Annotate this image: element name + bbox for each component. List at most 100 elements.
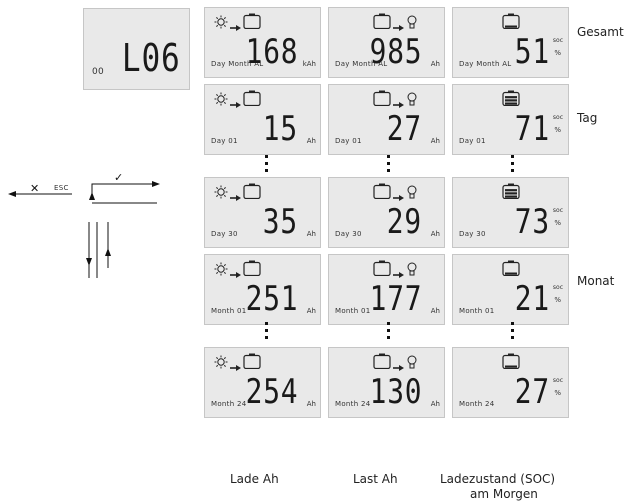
arrow-right-icon: [230, 264, 241, 283]
percent-unit-label: %: [554, 126, 561, 134]
svg-text:✓: ✓: [114, 171, 123, 184]
lcd-period-label: Month 01: [335, 307, 371, 315]
percent-unit-label: %: [554, 296, 561, 304]
battery-icon: [373, 13, 391, 33]
ah-unit-label: Ah: [306, 137, 316, 145]
lcd-value: 51: [514, 32, 550, 72]
ah-unit-label: Ah: [430, 400, 440, 408]
lcd-value: 168: [245, 32, 298, 72]
ellipsis-soc-1: [511, 155, 514, 176]
arrow-right-icon: [230, 187, 241, 206]
battery-level-icon: [502, 183, 520, 203]
soc-unit-label: soc: [552, 114, 563, 121]
lcd-period-label: Day 01: [211, 137, 238, 145]
lcd-period-label: Day Month AL: [459, 60, 512, 68]
lcd-period-label: Month 01: [459, 307, 495, 315]
battery-icon: [373, 353, 391, 373]
lcd-period-label: Month 24: [459, 400, 495, 408]
lcd-value: 254: [245, 372, 298, 412]
arrow-right-icon: [393, 187, 404, 206]
battery-icon: [243, 260, 261, 280]
lcd-value: 27: [514, 372, 550, 412]
lcd-value: 21: [514, 279, 550, 319]
battery-icon: [373, 90, 391, 110]
soc-unit-label: soc: [552, 207, 563, 214]
label-monat: Monat: [577, 274, 615, 288]
arrow-right-icon: [230, 94, 241, 113]
arrow-right-icon: [393, 357, 404, 376]
arrow-right-icon: [393, 94, 404, 113]
soc-unit-label: soc: [552, 377, 563, 384]
battery-icon: [373, 260, 391, 280]
lcd-period-label: Day Month AL: [211, 60, 264, 68]
soc-unit-label: soc: [552, 284, 563, 291]
bulb-icon: [407, 354, 417, 373]
arrow-right-icon: [230, 357, 241, 376]
battery-level-icon: [502, 13, 520, 33]
battery-icon: [373, 183, 391, 203]
ah-unit-label: Ah: [306, 400, 316, 408]
percent-unit-label: %: [554, 389, 561, 397]
ah-unit-label: Ah: [430, 230, 440, 238]
lcd-period-label: Day 01: [335, 137, 362, 145]
arrow-right-icon: [230, 17, 241, 36]
bulb-icon: [407, 261, 417, 280]
lcd-value: 251: [245, 279, 298, 319]
soc-unit-label: soc: [552, 37, 563, 44]
lcd-value: 15: [262, 109, 298, 149]
lcd-value: 985: [369, 32, 422, 72]
lcd-period-label: Day 30: [211, 230, 238, 238]
label-soc-line1: Ladezustand (SOC): [440, 472, 556, 486]
ellipsis-last-1: [387, 155, 390, 176]
arrow-right-icon: [393, 264, 404, 283]
svg-text:✕: ✕: [30, 182, 39, 195]
lcd-value: 35: [262, 202, 298, 242]
lcd-period-label: Month 24: [335, 400, 371, 408]
lcd-log-value: L06: [122, 36, 181, 80]
lcd-value: 27: [386, 109, 422, 149]
label-gesamt: Gesamt: [577, 25, 624, 39]
sun-icon: [214, 14, 228, 33]
navigation-diagram: ✕ ✓: [8, 171, 160, 278]
sun-icon: [214, 354, 228, 373]
lcd-period-label: Day 01: [459, 137, 486, 145]
lcd-period-label: Day 30: [459, 230, 486, 238]
ah-unit-label: Ah: [306, 307, 316, 315]
battery-level-icon: [502, 353, 520, 373]
lcd-value: 71: [514, 109, 550, 149]
bulb-icon: [407, 184, 417, 203]
battery-icon: [243, 13, 261, 33]
percent-unit-label: %: [554, 49, 561, 57]
esc-label: ESC: [54, 184, 69, 192]
lcd-log-prefix: 00: [92, 67, 105, 77]
ah-unit-label: Ah: [306, 230, 316, 238]
ah-unit-label: Ah: [430, 137, 440, 145]
lcd-value: 130: [369, 372, 422, 412]
label-soc-line2: am Morgen: [470, 487, 538, 501]
lcd-value: 29: [386, 202, 422, 242]
lcd-period-label: Month 24: [211, 400, 247, 408]
label-lade-ah: Lade Ah: [230, 472, 279, 486]
lcd-period-label: Day 30: [335, 230, 362, 238]
bulb-icon: [407, 91, 417, 110]
ellipsis-lade-2: [265, 322, 268, 343]
sun-icon: [214, 261, 228, 280]
ah-unit-label: Ah: [430, 60, 440, 68]
lcd-value: 73: [514, 202, 550, 242]
battery-level-icon: [502, 260, 520, 280]
lcd-value: 177: [369, 279, 422, 319]
percent-unit-label: %: [554, 219, 561, 227]
ah-unit-label: Ah: [430, 307, 440, 315]
sun-icon: [214, 184, 228, 203]
